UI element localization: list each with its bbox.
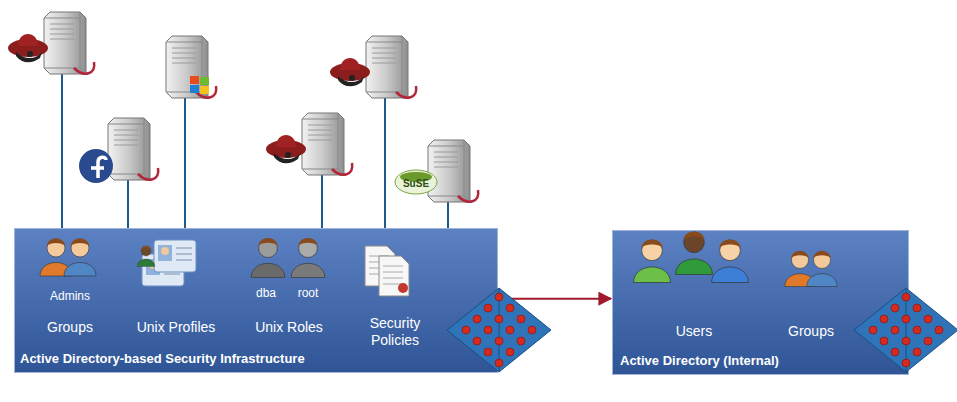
panel-title: Active Directory (Internal) bbox=[620, 353, 779, 368]
server-icon bbox=[395, 140, 478, 202]
sync-arrow bbox=[498, 298, 611, 300]
server-icon bbox=[8, 12, 94, 74]
server-icon bbox=[330, 36, 416, 98]
logo-text: SuSE bbox=[396, 175, 436, 192]
item-label: Admins bbox=[35, 288, 105, 305]
item-label: dba bbox=[246, 285, 286, 302]
item-label: Security Policies bbox=[355, 315, 435, 349]
item-label: Unix Profiles bbox=[121, 319, 231, 336]
server-icon bbox=[166, 36, 216, 98]
server-icon bbox=[266, 113, 352, 175]
item-label: Groups bbox=[30, 319, 110, 336]
panel-title: Active Directory-based Security Infrastr… bbox=[20, 351, 305, 366]
item-label: root bbox=[288, 285, 328, 302]
infrastructure-panel: Active Directory-based Security Infrastr… bbox=[14, 228, 498, 373]
item-label: Groups bbox=[771, 323, 851, 340]
item-label: Unix Roles bbox=[239, 319, 339, 336]
infrastructure-panel: Active Directory (Internal) Users Groups bbox=[612, 230, 909, 375]
server-icon bbox=[79, 118, 158, 183]
item-label: Users bbox=[654, 323, 734, 340]
